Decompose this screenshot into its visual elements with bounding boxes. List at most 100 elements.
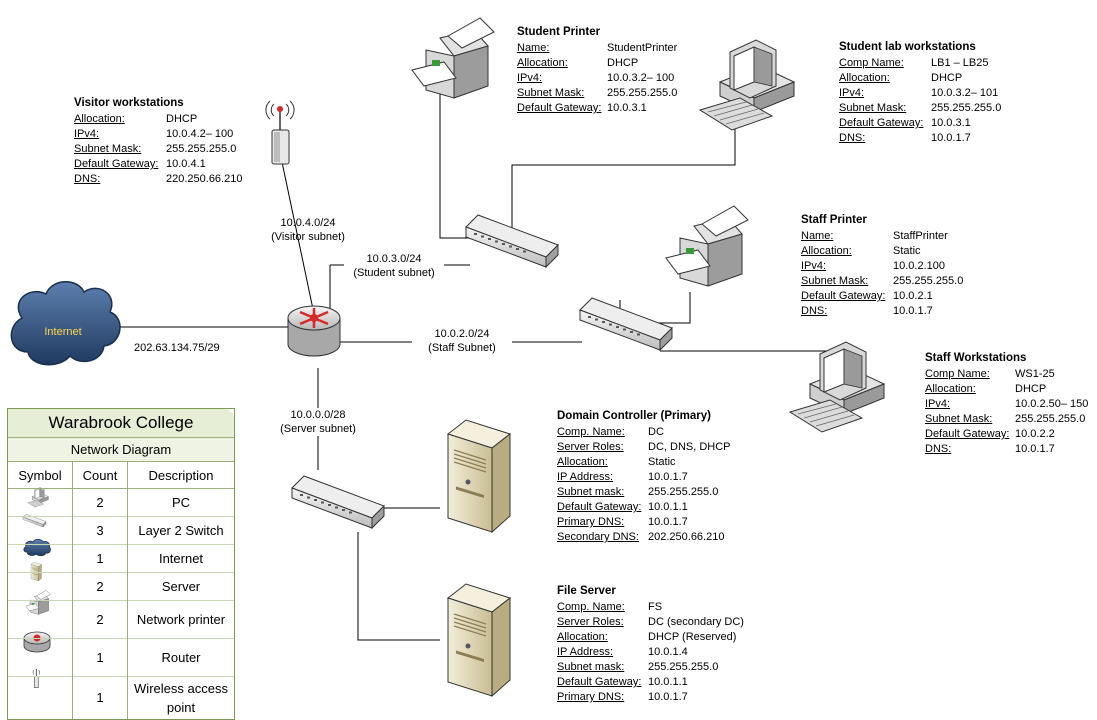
info-row: Subnet Mask:255.255.255.0 bbox=[925, 412, 1088, 427]
info-key: Subnet Mask: bbox=[74, 143, 142, 155]
legend-symbol-cell bbox=[8, 544, 73, 573]
legend-count: 2 bbox=[72, 600, 128, 639]
legend-symbol-cell bbox=[8, 572, 73, 601]
info-row: IP Address: 10.0.1.7 bbox=[557, 470, 731, 485]
info-value: 10.0.1.4 bbox=[648, 646, 688, 658]
info-row: Secondary DNS:202.250.66.210 bbox=[557, 530, 731, 545]
legend-count: 1 bbox=[72, 638, 128, 677]
info-row: Comp Name:WS1-25 bbox=[925, 367, 1088, 382]
info-row: Subnet mask:255.255.255.0 bbox=[557, 485, 731, 500]
info-key: Subnet Mask: bbox=[839, 102, 907, 114]
info-key: Comp. Name: bbox=[557, 426, 625, 438]
info-key: IPv4: bbox=[925, 398, 951, 410]
info-value: DHCP bbox=[931, 72, 963, 84]
info-key: Allocation: bbox=[925, 383, 976, 395]
info-key: Default Gateway: bbox=[74, 158, 159, 170]
info-key: Allocation: bbox=[839, 72, 890, 84]
info-row: Allocation:DHCP (Reserved) bbox=[557, 630, 744, 645]
info-title: Staff Printer bbox=[801, 214, 867, 226]
info-key: Server Roles: bbox=[557, 441, 624, 453]
info-row: Default Gateway:10.0.3.1 bbox=[839, 116, 1001, 131]
info-value: 10.0.4.1 bbox=[166, 158, 206, 170]
staff-printer-icon bbox=[665, 205, 749, 287]
info-value: 10.0.3.1 bbox=[931, 117, 971, 129]
info-row: Subnet Mask: 255.255.255.0 bbox=[839, 101, 1001, 116]
info-key: DNS: bbox=[801, 305, 828, 317]
info-value: 10.0.1.7 bbox=[648, 471, 688, 483]
legend-description: Router bbox=[127, 638, 234, 677]
info-row: Allocation:DHCP bbox=[74, 112, 242, 127]
info-key: Allocation: bbox=[557, 456, 608, 468]
info-key: IPv4: bbox=[74, 128, 100, 140]
staff-subnet-net: 10.0.2.0/24 bbox=[434, 328, 490, 340]
info-value: DHCP (Reserved) bbox=[648, 631, 737, 643]
info-value: 10.0.3.2– 101 bbox=[931, 87, 999, 99]
info-value: 10.0.1.7 bbox=[648, 691, 688, 703]
info-row: Primary DNS:10.0.1.7 bbox=[557, 515, 731, 530]
student-lab-pc-icon bbox=[699, 39, 795, 131]
legend-description: Internet bbox=[127, 544, 234, 573]
info-row: Allocation:Static bbox=[557, 455, 731, 470]
info-row: Primary DNS:10.0.1.7 bbox=[557, 690, 744, 705]
server-switch-icon bbox=[291, 475, 385, 529]
info-value: StaffPrinter bbox=[893, 230, 948, 242]
info-value: 255.255.255.0 bbox=[607, 87, 678, 99]
info-value: 10.0.2.2 bbox=[1015, 428, 1055, 440]
info-key: IP Address: bbox=[557, 471, 614, 483]
legend-header-description: Description bbox=[127, 462, 234, 489]
info-key: Subnet Mask: bbox=[801, 275, 869, 287]
info-value: DC (secondary DC) bbox=[648, 616, 744, 628]
info-value: 10.0.2.100 bbox=[893, 260, 945, 272]
info-row: IPv4: 10.0.2.50– 150 bbox=[925, 397, 1088, 412]
info-row: Server Roles: DC, DNS, DHCP bbox=[557, 440, 731, 455]
info-row: Comp. Name:DC bbox=[557, 425, 731, 440]
info-value: 10.0.1.1 bbox=[648, 676, 688, 688]
info-key: DNS: bbox=[74, 173, 101, 185]
legend-description: Server bbox=[127, 572, 234, 601]
wireless-access-point-icon bbox=[265, 100, 295, 165]
info-key: DNS: bbox=[925, 443, 952, 455]
legend-description: Network printer bbox=[127, 600, 234, 639]
info-key: IPv4: bbox=[517, 72, 543, 84]
staff-pc-icon bbox=[789, 341, 885, 433]
legend-count: 2 bbox=[72, 488, 128, 517]
info-value: 10.0.2.50– 150 bbox=[1015, 398, 1089, 410]
info-row: IP Address:10.0.1.4 bbox=[557, 645, 744, 660]
domain-controller-server-icon bbox=[447, 419, 511, 533]
router-icon bbox=[287, 305, 341, 357]
info-row: Comp. Name:FS bbox=[557, 600, 744, 615]
legend-description: Wireless access point bbox=[127, 676, 234, 719]
server-subnet-name: (Server subnet) bbox=[280, 423, 356, 435]
legend-count: 1 bbox=[72, 676, 128, 719]
student-subnet-name: (Student subnet) bbox=[353, 267, 435, 279]
info-value: DHCP bbox=[607, 57, 639, 69]
legend-description: Layer 2 Switch bbox=[127, 516, 234, 545]
info-title: File Server bbox=[557, 585, 616, 597]
staff-subnet-label: 10.0.2.0/24 (Staff Subnet) bbox=[412, 327, 512, 355]
info-key: Default Gateway: bbox=[925, 428, 1010, 440]
info-row: DNS:10.0.1.7 bbox=[925, 442, 1088, 457]
info-key: Name: bbox=[801, 230, 834, 242]
info-value: 255.255.255.0 bbox=[893, 275, 964, 287]
info-row: Default Gateway:10.0.1.1 bbox=[557, 675, 744, 690]
info-value: 255.255.255.0 bbox=[931, 102, 1002, 114]
info-key: Subnet mask: bbox=[557, 486, 625, 498]
info-row: Default Gateway:10.0.1.1 bbox=[557, 500, 731, 515]
legend-symbol-cell bbox=[8, 638, 73, 677]
info-value: DC, DNS, DHCP bbox=[648, 441, 731, 453]
info-key: Default Gateway: bbox=[557, 501, 642, 513]
info-key: Default Gateway: bbox=[517, 102, 602, 114]
student-subnet-label: 10.0.3.0/24 (Student subnet) bbox=[344, 252, 444, 280]
info-row: Subnet Mask:255.255.255.0 bbox=[74, 142, 242, 157]
info-title: Student lab workstations bbox=[839, 41, 976, 53]
info-key: DNS: bbox=[839, 132, 866, 144]
